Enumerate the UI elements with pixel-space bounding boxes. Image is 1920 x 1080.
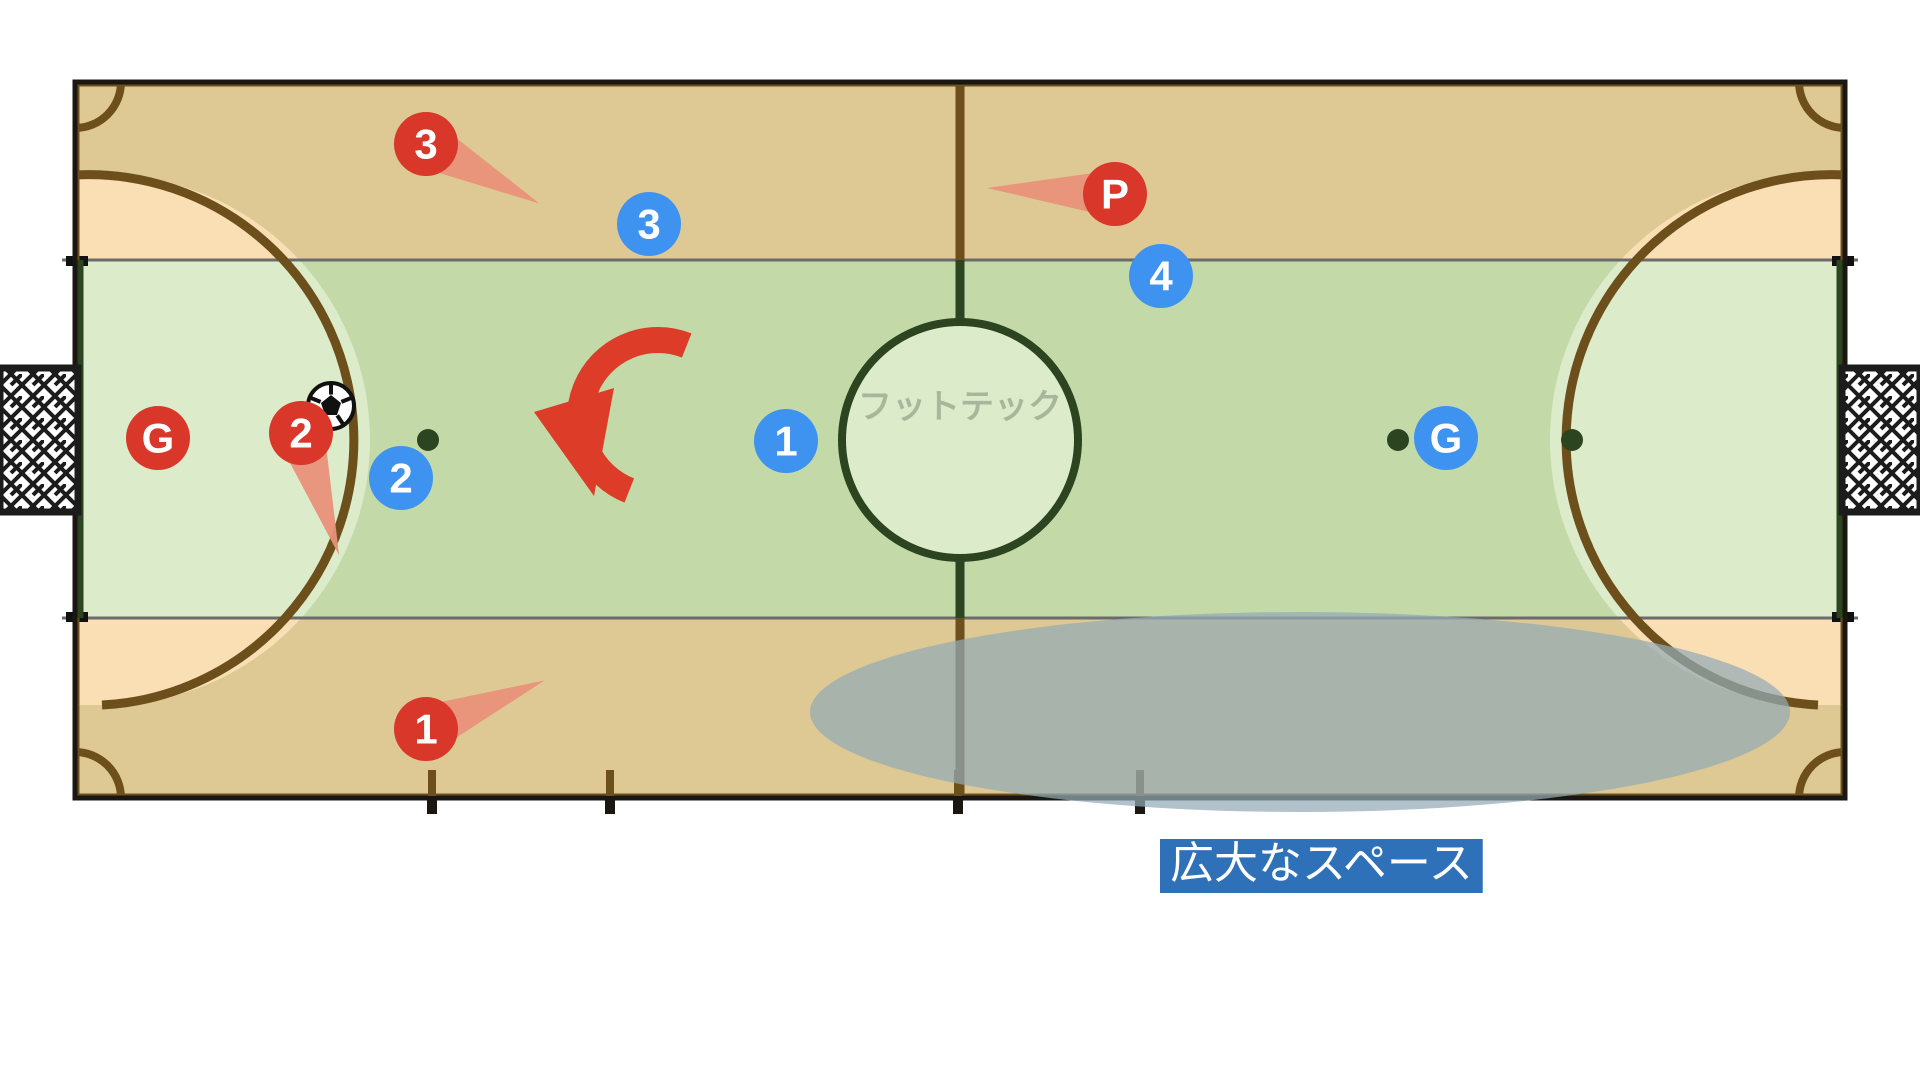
player-marker[interactable] bbox=[1129, 244, 1193, 308]
player-blue-2[interactable]: 2 bbox=[369, 446, 433, 510]
player-red-3[interactable]: 3 bbox=[394, 112, 552, 220]
rotation-arrow-head[interactable] bbox=[534, 388, 614, 496]
player-label: 4 bbox=[1149, 253, 1173, 300]
court-spots bbox=[417, 429, 1583, 451]
ball-seam-1 bbox=[340, 396, 352, 404]
player-marker[interactable] bbox=[369, 446, 433, 510]
goal-net-right bbox=[1838, 364, 1920, 516]
sub-tick-1-outer bbox=[427, 796, 437, 814]
player-marker[interactable] bbox=[1414, 406, 1478, 470]
space-highlight-group bbox=[810, 612, 1790, 812]
center-circle-label-group: フットテック bbox=[858, 387, 1062, 427]
player-blue-4[interactable]: 4 bbox=[1129, 244, 1193, 308]
player-label: 3 bbox=[637, 201, 660, 248]
player-marker[interactable] bbox=[394, 112, 458, 176]
corner-arc-tr bbox=[1795, 82, 1845, 132]
penalty-spot-right bbox=[1387, 429, 1409, 451]
player-marker[interactable] bbox=[394, 697, 458, 761]
sub-tick-1 bbox=[428, 770, 436, 798]
ball-center-pentagon bbox=[321, 395, 341, 415]
player-red-P[interactable]: P bbox=[987, 162, 1147, 226]
sub-tick-2 bbox=[606, 770, 614, 798]
penalty-spot-left bbox=[417, 429, 439, 451]
player-marker[interactable] bbox=[1083, 162, 1147, 226]
sub-tick-3-outer bbox=[953, 796, 963, 814]
center-circle-label: フットテック bbox=[858, 387, 1062, 427]
player-marker[interactable] bbox=[269, 401, 333, 465]
corner-arc-tl bbox=[75, 82, 125, 132]
player-label: 3 bbox=[414, 121, 437, 168]
sub-tick-3 bbox=[954, 770, 962, 798]
player-red-2[interactable]: 2 bbox=[269, 401, 367, 561]
second-penalty-spot-right bbox=[1561, 429, 1583, 451]
player-red-G[interactable]: G bbox=[126, 406, 190, 470]
rotation-arrow-arc[interactable] bbox=[567, 327, 692, 503]
ball-seam-4 bbox=[310, 396, 322, 404]
player-marker[interactable] bbox=[126, 406, 190, 470]
rotation-arrow-group[interactable] bbox=[534, 327, 692, 503]
space-highlight-ellipse[interactable] bbox=[810, 612, 1790, 812]
player-marker[interactable] bbox=[754, 409, 818, 473]
player-label: G bbox=[142, 415, 175, 462]
player-label: 1 bbox=[414, 706, 437, 753]
goals bbox=[0, 364, 1920, 516]
player-label: 2 bbox=[289, 410, 312, 457]
player-label: G bbox=[1430, 415, 1463, 462]
goal-net-left bbox=[0, 364, 82, 516]
center-circle-fill bbox=[842, 322, 1078, 558]
space-annotation-group[interactable]: 広大なスペース bbox=[1160, 838, 1483, 893]
corner-arc-br bbox=[1795, 748, 1845, 798]
player-label: P bbox=[1101, 171, 1129, 218]
ball-seam-2 bbox=[335, 414, 345, 426]
player-blue-1[interactable]: 1 bbox=[754, 409, 818, 473]
player-blue-3[interactable]: 3 bbox=[617, 192, 681, 256]
sub-tick-2-outer bbox=[605, 796, 615, 814]
player-blue-G[interactable]: G bbox=[1414, 406, 1478, 470]
player-label: 1 bbox=[774, 418, 797, 465]
corner-arc-bl bbox=[75, 748, 125, 798]
space-annotation-text[interactable]: 広大なスペース bbox=[1170, 838, 1473, 889]
player-marker[interactable] bbox=[617, 192, 681, 256]
player-red-1[interactable]: 1 bbox=[394, 653, 552, 761]
penalty-arc-left-brown bbox=[75, 170, 359, 710]
player-direction-cone bbox=[987, 170, 1115, 218]
space-annotation-highlight[interactable] bbox=[1160, 839, 1483, 893]
center-circle-line bbox=[838, 318, 1082, 562]
player-label: 2 bbox=[389, 455, 412, 502]
